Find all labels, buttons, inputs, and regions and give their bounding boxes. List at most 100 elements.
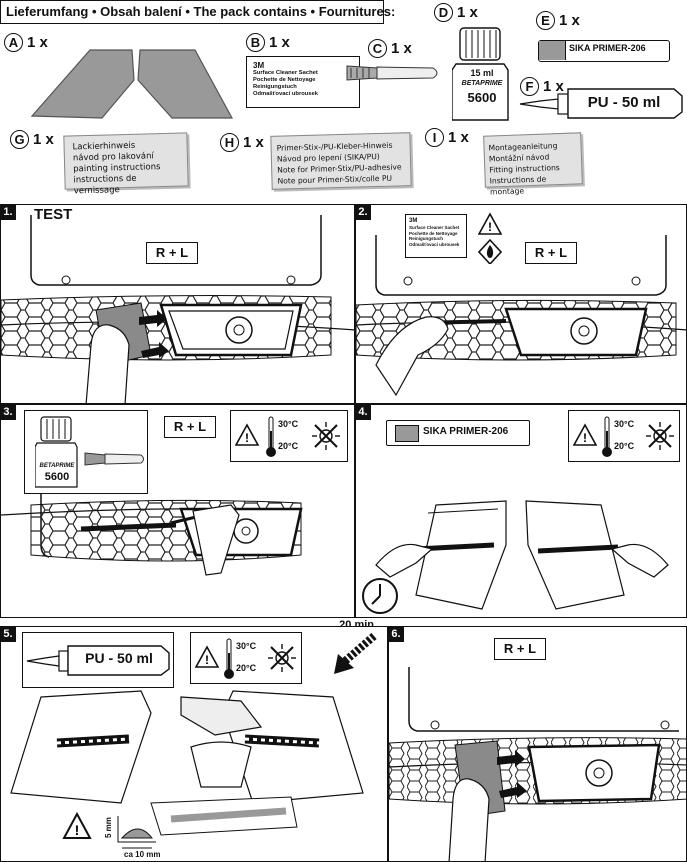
item-a-panels-image	[30, 49, 234, 119]
step-6-panel	[388, 626, 687, 862]
item-h-qty: 1 x	[243, 134, 264, 151]
item-h-letter: H	[220, 133, 239, 152]
item-f-text: PU - 50 ml	[587, 94, 661, 111]
item-a-letter: A	[4, 33, 23, 52]
step-6-number: 6.	[388, 626, 404, 642]
warning-icon: !	[478, 212, 502, 235]
item-e-text: SIKA PRIMER-206	[569, 43, 646, 53]
warning-icon: !	[573, 423, 597, 446]
item-f-letter: F	[520, 77, 539, 96]
primer-bottle-icon	[35, 416, 78, 488]
step-2-rl-badge: R + L	[525, 242, 577, 264]
step-3-number: 3.	[0, 404, 16, 420]
warning-icon: !	[195, 645, 219, 668]
step-4-panels-drawing	[375, 500, 669, 610]
item-b-letter: B	[246, 33, 265, 52]
no-sun-icon	[646, 422, 674, 450]
item-i-fitting-note: Montageanleitung Montážní návod Fitting …	[483, 132, 583, 197]
item-b-cleaner-sachet: 3M Surface Cleaner Sachet Pochette de Ne…	[246, 56, 360, 108]
step-5-number: 5.	[0, 626, 16, 642]
item-d-code: 5600	[467, 90, 497, 105]
step-4-temperature-panel: ! 30°C 20°C	[568, 410, 680, 462]
step-1-bumper-drawing	[1, 215, 354, 403]
svg-text:!: !	[245, 431, 249, 445]
step-2-hazard-icons: !	[478, 212, 502, 264]
item-c-qty: 1 x	[391, 40, 412, 57]
warning-icon: !	[235, 423, 259, 446]
step-6-rl-badge: R + L	[494, 638, 546, 660]
item-i-qty: 1 x	[448, 129, 469, 146]
step-5-panels-drawing	[10, 690, 364, 836]
item-i-line-4: Instructions de montage	[489, 174, 547, 197]
thermometer-icon	[266, 416, 276, 457]
step-2-bumper-drawing	[356, 235, 686, 397]
item-c-letter: C	[368, 39, 387, 58]
no-sun-icon	[268, 644, 296, 672]
item-e-qty: 1 x	[559, 12, 580, 29]
item-i-letter: I	[425, 128, 444, 147]
step-4-primer-label: SIKA PRIMER-206	[423, 426, 509, 437]
thermometer-icon	[224, 638, 234, 679]
item-g-painting-note: Lackierhinweis návod pro lakování painti…	[63, 132, 189, 196]
clock-icon	[362, 578, 398, 614]
item-e-primer-stick: SIKA PRIMER-206	[538, 40, 670, 62]
item-g-qty: 1 x	[33, 131, 54, 148]
step-2-line-3: Reinigungstuch	[409, 236, 443, 241]
item-b-line-3: Reinigungstuch	[253, 84, 297, 90]
step-5-bead-width: ca 10 mm	[124, 850, 161, 859]
step-2-line-1: Surface Cleaner Sachet	[409, 225, 460, 230]
item-d-qty: 1 x	[457, 4, 478, 21]
step-4-primer-stick: SIKA PRIMER-206	[386, 420, 530, 446]
warning-icon: !	[62, 812, 92, 839]
step-1-panel	[0, 204, 355, 404]
step-2-cleaner-sachet: 3M Surface Cleaner Sachet Pochette de Ne…	[405, 214, 467, 258]
svg-text:!: !	[583, 431, 587, 445]
step-2-line-2: Pochette de Nettoyage	[409, 230, 458, 236]
step-3-temp-low: 20°C	[278, 441, 299, 451]
step-5-pu-inset: PU - 50 ml	[22, 632, 174, 688]
step-3-bumper-drawing	[1, 485, 303, 576]
step-2-number: 2.	[355, 204, 371, 220]
step-4-temp-high: 30°C	[614, 419, 635, 429]
item-b-brand: 3M	[253, 61, 265, 70]
step-5-pu-label: PU - 50 ml	[85, 650, 153, 666]
step-6-bumper-drawing	[389, 667, 686, 861]
step-4-number: 4.	[355, 404, 371, 420]
item-a-qty: 1 x	[27, 34, 48, 51]
step-3-primer-inset: BETAPRIME 5600	[24, 410, 148, 494]
item-f-qty: 1 x	[543, 78, 564, 95]
step-5-temp-high: 30°C	[236, 641, 257, 651]
step-3-brand: BETAPRIME	[39, 463, 75, 469]
step-2-brand: 3M	[409, 218, 418, 224]
thermometer-icon	[602, 416, 612, 457]
item-h-adhesive-note: Primer-Stix-/PU-Kleber-Hinweis Návod pro…	[270, 132, 412, 190]
brush-icon	[84, 452, 144, 466]
step-1-rl-badge: R + L	[146, 242, 198, 264]
step-4-temp-low: 20°C	[614, 441, 635, 451]
no-sun-icon	[312, 422, 340, 450]
step-3-temp-high: 30°C	[278, 419, 299, 429]
step-2-panel	[355, 204, 687, 404]
step-5-temp-low: 20°C	[236, 663, 257, 673]
flammable-icon	[478, 238, 502, 264]
item-d-letter: D	[434, 3, 453, 22]
brush-icon	[346, 65, 438, 81]
item-b-line-1: Surface Cleaner Sachet	[253, 70, 318, 76]
adhesive-bead-dimension	[117, 816, 156, 849]
item-d-volume: 15 ml	[470, 68, 494, 78]
step-5-temperature-panel: ! 30°C 20°C	[190, 632, 302, 684]
item-g-line-4: instructions de vernissage	[73, 173, 137, 197]
item-h-line-4: Note pour Primer-Stix/colle PU	[277, 173, 393, 186]
step-1-number: 1.	[0, 204, 16, 220]
item-d-brand: BETAPRIME	[461, 80, 503, 87]
item-b-line-2: Pochette de Nettoyage	[253, 77, 316, 83]
svg-text:!: !	[205, 653, 209, 667]
